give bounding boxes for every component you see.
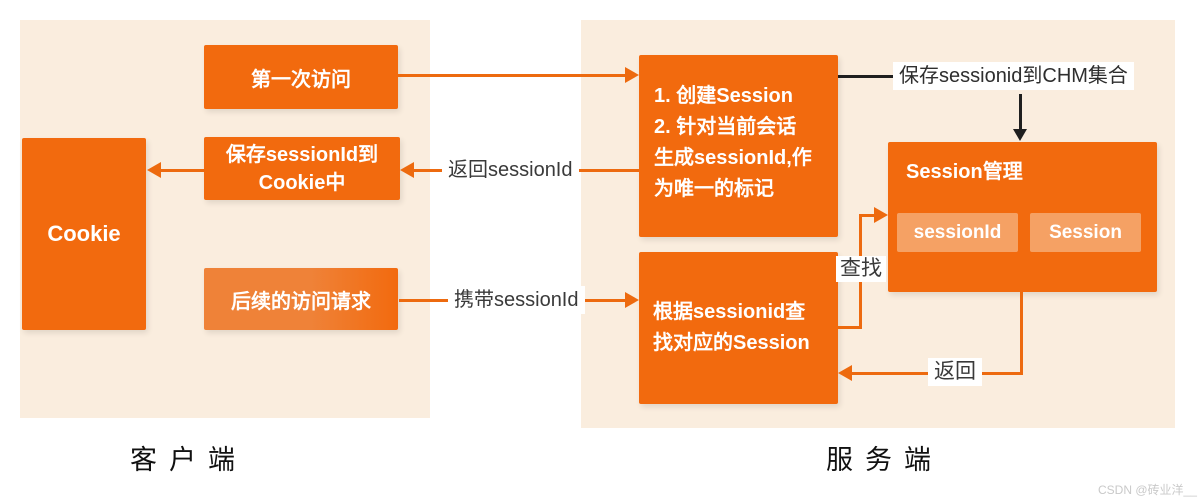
session-mgmt-title: Session管理 [906,161,1023,183]
create-session-line1: 1. 创建Session [654,85,793,107]
save-chm-arrowhead-icon [1013,129,1027,141]
save-sessionid-to-cookie-box: 保存sessionId到 Cookie中 [204,137,400,200]
create-session-box: 1. 创建Session 2. 针对当前会话 生成sessionId,作 为唯一… [639,55,838,237]
to-cookie-arrowhead-icon [147,162,161,178]
create-session-line2: 2. 针对当前会话 [654,116,797,138]
save-cookie-line1: 保存sessionId到 [225,143,379,166]
create-session-line3: 生成sessionId,作 [654,147,812,169]
save-chm-line-h [838,75,896,78]
lookup-session-line1: 根据sessionid查 [653,301,806,323]
return-label: 返回 [928,358,982,386]
return-sessionid-label: 返回sessionId [442,156,579,184]
cookie-box-label: Cookie [47,221,121,246]
carry-sessionid-label: 携带sessionId [448,286,585,314]
sessionid-chip: sessionId [897,213,1018,252]
session-chip: Session [1030,213,1141,252]
return-sessionid-arrowhead-icon [400,162,414,178]
save-chm-line-v [1019,94,1022,130]
lookup-arrowhead-icon [874,207,888,223]
cookie-box: Cookie [22,138,146,330]
lookup-session-line2: 找对应的Session [653,332,810,354]
lookup-line-bottom [838,326,862,329]
csdn-watermark: CSDN @砖业洋__ [1098,483,1197,497]
first-visit-label: 第一次访问 [251,68,351,91]
save-cookie-line2: Cookie中 [258,171,346,194]
session-mgmt-box: Session管理 sessionId Session [888,142,1157,292]
first-visit-box: 第一次访问 [204,45,398,109]
carry-sessionid-arrowhead-icon [625,292,639,308]
lookup-session-box: 根据sessionid查 找对应的Session [639,252,838,404]
sessionid-chip-label: sessionId [913,221,1002,243]
client-zone-title: 客户端 [130,445,247,476]
session-chip-label: Session [1049,221,1122,243]
subsequent-request-label: 后续的访问请求 [231,290,371,313]
create-session-line4: 为唯一的标记 [654,178,774,200]
return-line-vertical [1020,292,1023,374]
to-cookie-arrow-line [159,169,205,172]
return-arrowhead-icon [838,365,852,381]
server-zone-title: 服务端 [826,445,943,476]
save-chm-label: 保存sessionid到CHM集合 [893,62,1134,90]
first-visit-arrow-line [398,74,628,77]
lookup-label: 查找 [836,256,886,282]
first-visit-arrowhead-icon [625,67,639,83]
lookup-line-top [862,214,876,217]
subsequent-request-box: 后续的访问请求 [204,268,398,330]
